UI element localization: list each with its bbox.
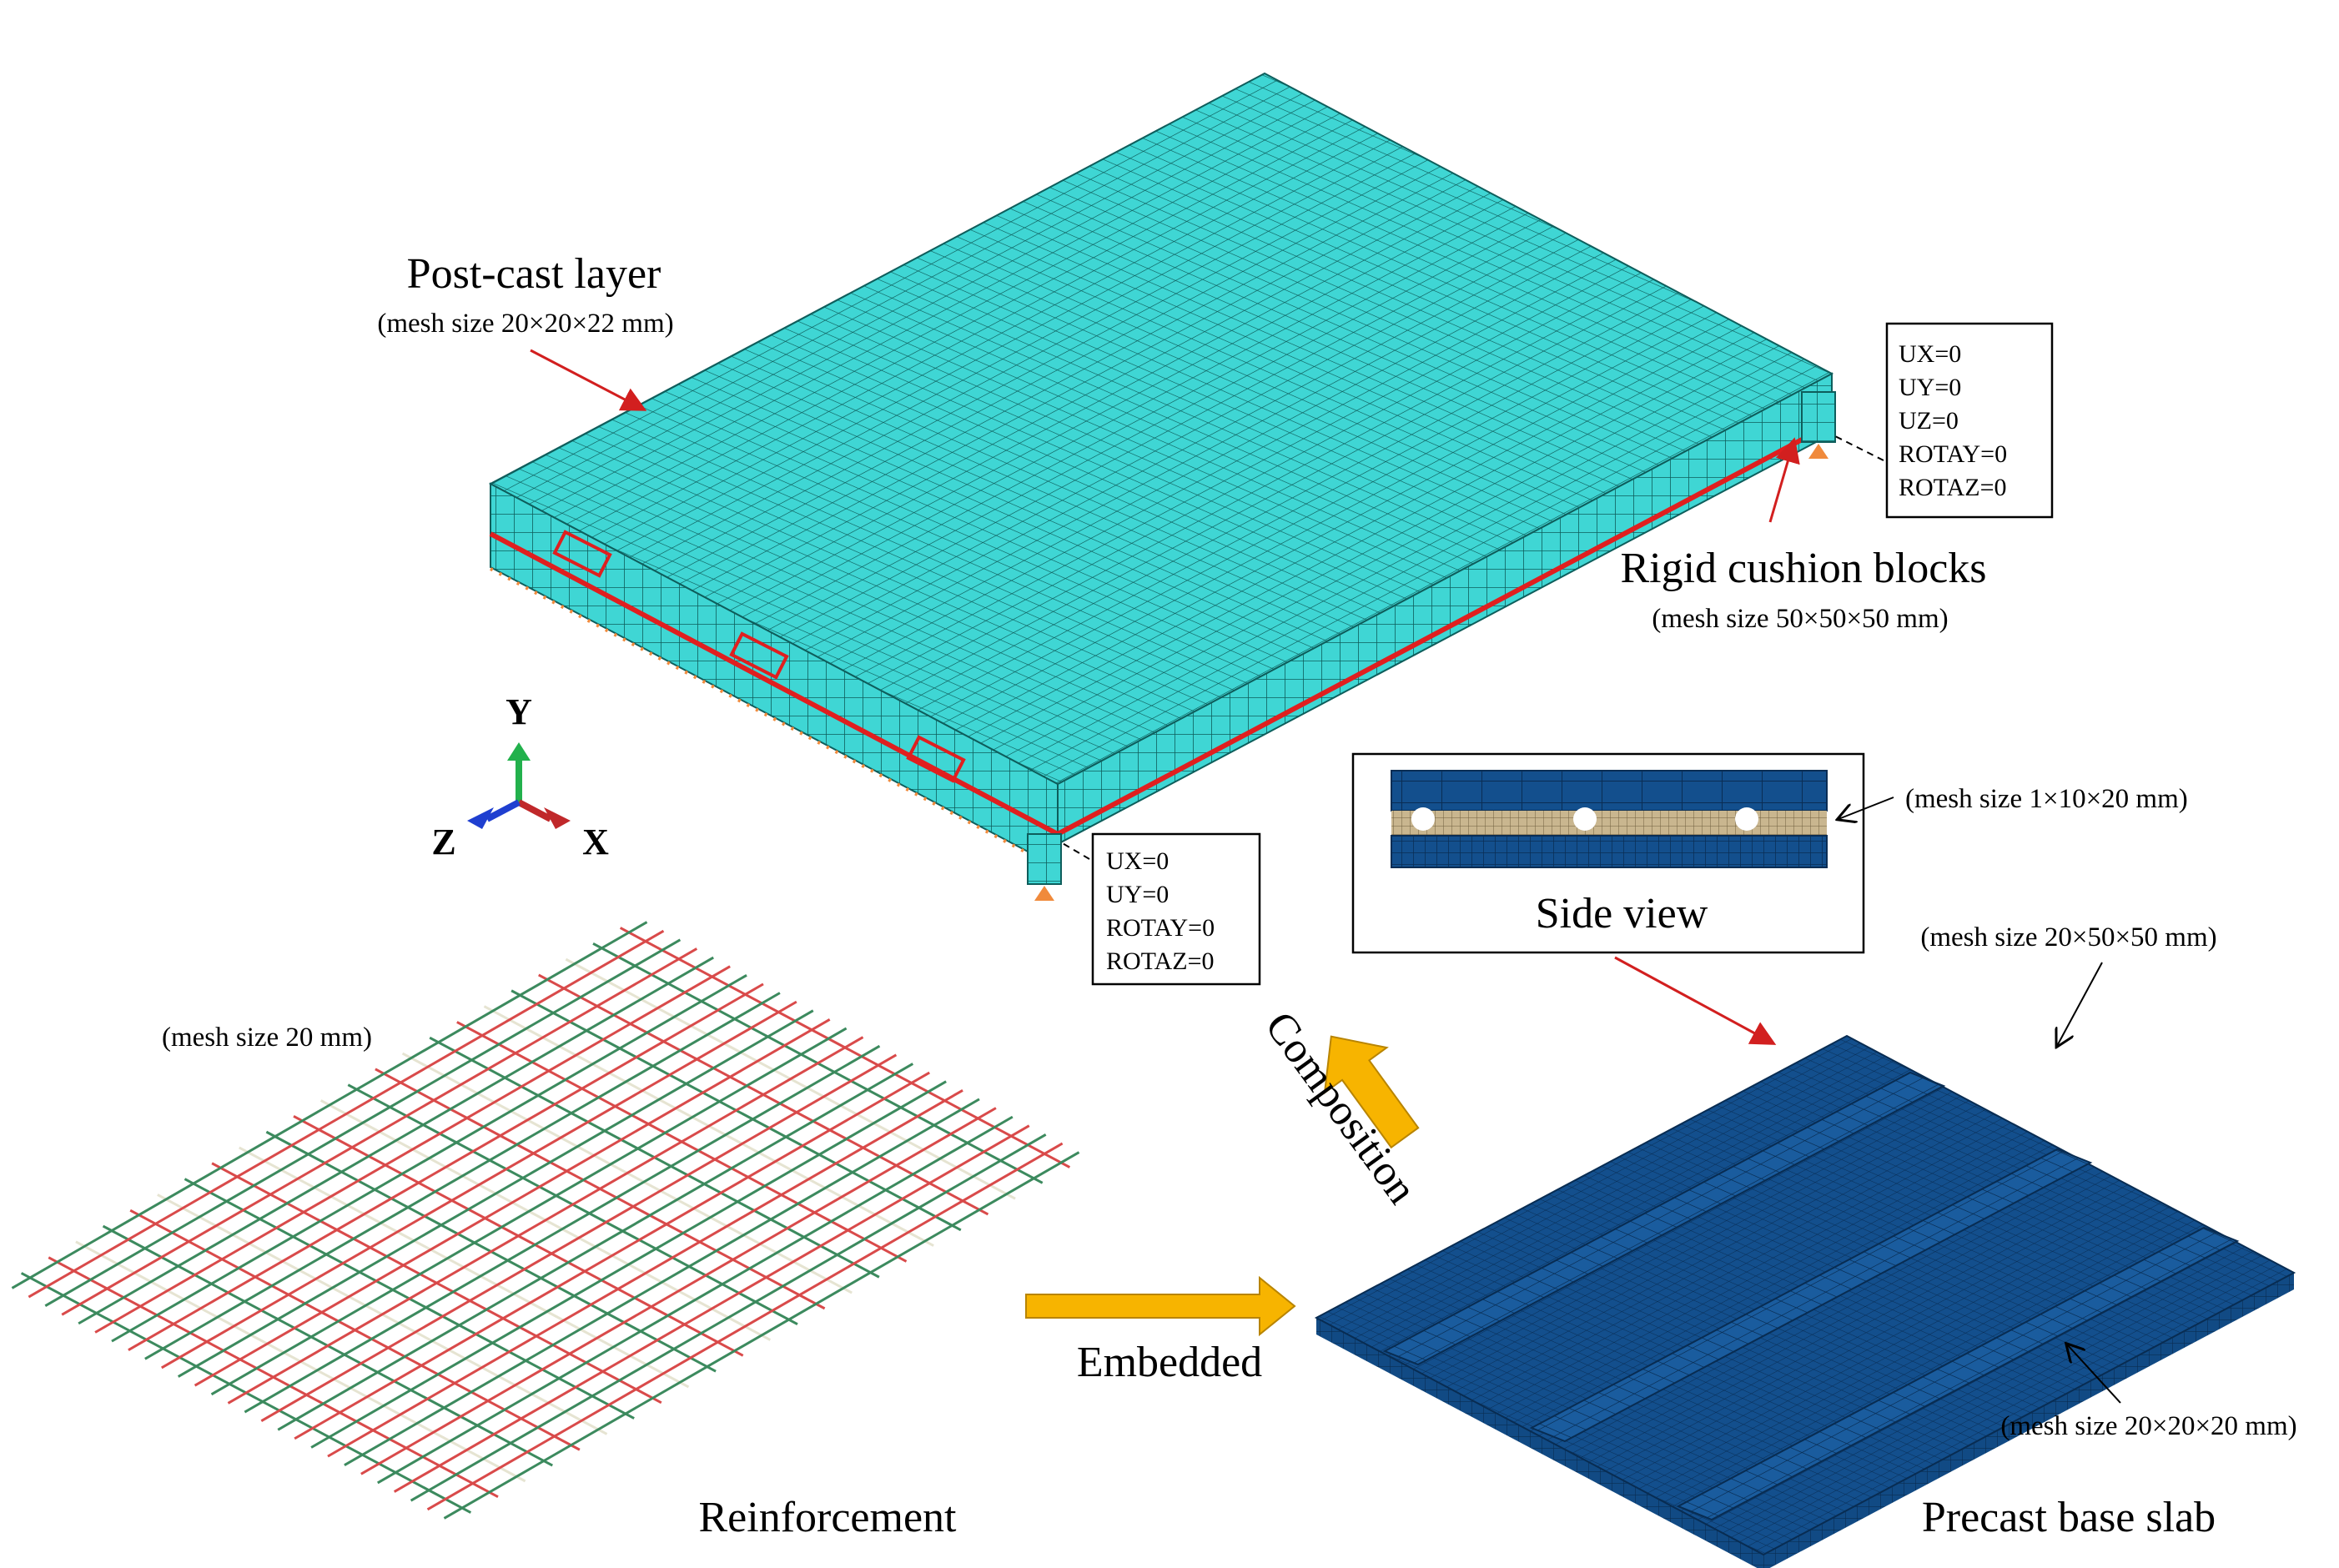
side-view-mesh-leader — [1839, 797, 1894, 819]
post-cast-title: Post-cast layer — [407, 250, 661, 298]
reinforcement-mesh — [11, 921, 1080, 1520]
boundary-box-right: UX=0 UY=0 UZ=0 ROTAY=0 ROTAZ=0 — [1885, 322, 2054, 519]
rebar-bar — [344, 1098, 980, 1467]
rebar-bar — [128, 983, 764, 1352]
rebar-bar — [426, 1142, 1064, 1511]
rebar-bar — [144, 992, 781, 1360]
rebar-bar — [11, 921, 648, 1289]
axis-z-label: Z — [431, 822, 455, 862]
precast-rib-leader — [2057, 962, 2103, 1046]
bc-left-item: ROTAZ=0 — [1106, 947, 1215, 975]
side-view-pointer — [1614, 956, 1777, 1045]
precast-rib — [1382, 1071, 1946, 1366]
rebar-bar — [443, 1151, 1080, 1520]
rigid-pointer — [1768, 437, 1800, 523]
bc-right-item: UX=0 — [1899, 340, 1961, 368]
rebar-bar — [393, 1124, 1030, 1493]
side-view-mesh-label: (mesh size 1×10×20 mm) — [1905, 784, 2188, 814]
rebar-bar — [294, 1071, 930, 1440]
rebar-bar — [194, 1018, 831, 1387]
support-triangle-icon — [1034, 886, 1054, 901]
rebar-bar — [360, 1107, 997, 1475]
rebar-bar — [111, 973, 747, 1343]
rebar-bar — [28, 929, 665, 1299]
side-view-interface — [1391, 811, 1827, 836]
side-view-top-ribs — [1391, 770, 1828, 812]
rebar-bar — [410, 1133, 1047, 1502]
support-dots — [490, 567, 1059, 871]
bc-left-item: ROTAY=0 — [1106, 914, 1215, 942]
axis-y-label: Y — [506, 691, 532, 732]
rigid-title: Rigid cushion blocks — [1620, 545, 1986, 592]
precast-base-slab — [1314, 1034, 2296, 1568]
precast-base-leader — [2067, 1344, 2121, 1404]
rigid-cushion-block-right — [1801, 391, 1836, 459]
rebar-bar — [44, 938, 682, 1307]
rebar-bar — [260, 1053, 898, 1422]
rebar-bar — [327, 1088, 963, 1458]
precast-mesh-base-label: (mesh size 20×20×20 mm) — [2000, 1411, 2296, 1441]
rebar-bar — [94, 965, 731, 1334]
rib-mark — [552, 530, 612, 578]
precast-rib — [1529, 1148, 2093, 1443]
rebar-bar — [377, 1115, 1014, 1485]
composition-arrow-icon — [1323, 1035, 1420, 1149]
precast-side-front — [1316, 1318, 1763, 1568]
bc-right-item: UZ=0 — [1899, 407, 1959, 435]
rib-mark — [729, 631, 789, 680]
precast-title: Precast base slab — [1922, 1494, 2216, 1541]
post-cast-mesh-label: (mesh size 20×20×22 mm) — [377, 309, 673, 339]
bc-left-item: UY=0 — [1106, 881, 1169, 908]
bc-left-item: UX=0 — [1106, 847, 1169, 875]
rebar-hole — [1735, 807, 1758, 831]
rebar-bar — [177, 1009, 814, 1378]
rebar-hole — [1411, 807, 1435, 831]
rib-mark — [906, 735, 966, 783]
side-view-base — [1391, 835, 1828, 868]
rebar-transverse — [11, 921, 1080, 1520]
rebar-bar — [78, 956, 714, 1325]
rebar-bar — [244, 1044, 881, 1414]
precast-rib — [1676, 1226, 2240, 1521]
reinf-title: Reinforcement — [699, 1494, 958, 1541]
side-view-inset: Side view — [1351, 752, 1865, 954]
coordinate-axes-icon: Y Z X — [431, 691, 609, 862]
rebar-hole — [1573, 807, 1597, 831]
rebar-bar — [277, 1063, 914, 1431]
boundary-box-left: UX=0 UY=0 ROTAY=0 ROTAZ=0 — [1091, 832, 1261, 986]
post-cast-pointer — [530, 349, 647, 411]
reinf-mesh-label: (mesh size 20 mm) — [162, 1023, 372, 1053]
precast-mesh-rib-label: (mesh size 20×50×50 mm) — [1920, 922, 2216, 952]
bc-right-item: UY=0 — [1899, 374, 1961, 401]
bc-right-item: ROTAY=0 — [1899, 440, 2007, 468]
side-view-title: Side view — [1536, 890, 1708, 937]
rebar-bar — [227, 1036, 864, 1405]
axis-x-label: X — [582, 822, 609, 862]
bc-right-leader — [1833, 435, 1884, 461]
rebar-bar — [210, 1027, 848, 1396]
rigid-mesh-label: (mesh size 50×50×50 mm) — [1652, 604, 1948, 634]
rigid-cushion-block-left — [1027, 833, 1062, 901]
bc-right-item: ROTAZ=0 — [1899, 474, 2007, 501]
rebar-bar — [310, 1080, 947, 1449]
embedded-arrow-icon — [1025, 1275, 1296, 1337]
embedded-label: Embedded — [1077, 1339, 1262, 1386]
post-cast-layer — [488, 72, 1834, 871]
precast-side-right — [1763, 1273, 2294, 1568]
bc-left-leader — [1060, 842, 1090, 860]
rebar-bar — [61, 947, 698, 1316]
post-cast-top-face — [488, 72, 1834, 786]
rebar-bar — [161, 1000, 797, 1369]
support-triangle-icon — [1808, 444, 1828, 459]
